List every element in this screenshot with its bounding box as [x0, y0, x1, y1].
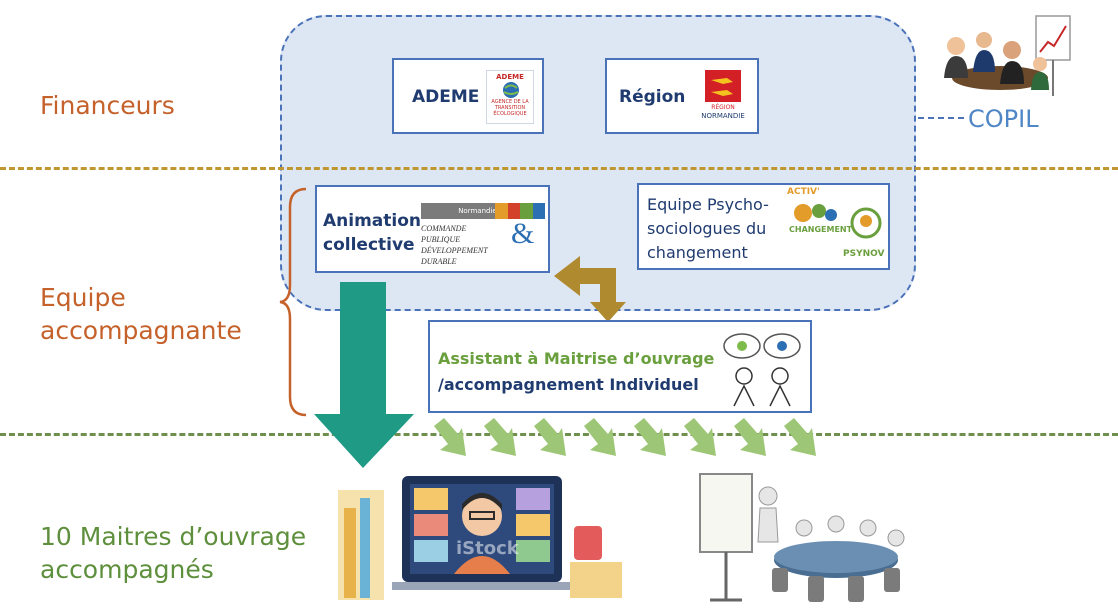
commande-publique-logo: Normandie COMMANDE PUBLIQUE DÉVELOPPEMEN… — [421, 203, 545, 266]
animation-label-line1: Animation — [323, 211, 422, 231]
ademe-logo-tagline-3: ÉCOLOGIQUE — [493, 111, 527, 117]
region-label: Région — [619, 87, 686, 107]
diagonal-arrow-icon — [734, 418, 766, 456]
separator-financeurs — [0, 167, 1118, 170]
ademe-label: ADEME — [412, 87, 480, 107]
logo-text-line2: DÉVELOPPEMENT DURABLE — [421, 246, 488, 266]
psycho-label: Equipe Psycho- sociologues du changement — [647, 193, 769, 265]
activ-changement-icon — [794, 204, 837, 222]
changement-logo-text: CHANGEMENT — [789, 225, 853, 234]
activ-logo-text: ACTIV' — [787, 187, 820, 197]
region-logo-line2: NORMANDIE — [701, 112, 745, 120]
animation-label: Animation collective — [323, 209, 421, 257]
diagonal-arrows-row — [434, 418, 816, 456]
ademe-logo-tagline-2: TRANSITION — [494, 105, 526, 111]
psycho-label-line1: Equipe Psycho- — [647, 195, 769, 214]
level-maitres-line1: 10 Maitres d’ouvrage — [40, 522, 307, 551]
copil-connector — [918, 117, 966, 119]
video-call-illustration — [338, 476, 622, 600]
diagonal-arrow-icon — [484, 418, 516, 456]
ademe-logo-tagline-1: AGENCE DE LA — [491, 99, 529, 105]
level-maitres: 10 Maitres d’ouvrage accompagnés — [40, 521, 306, 586]
region-box: Région RÉGION NORMANDIE — [605, 58, 759, 134]
psycho-label-line2: sociologues du — [647, 219, 767, 238]
psycho-box: Equipe Psycho- sociologues du changement… — [637, 183, 890, 270]
diagonal-arrow-icon — [634, 418, 666, 456]
diagonal-arrow-icon — [534, 418, 566, 456]
video-conference-image: iStock — [338, 474, 638, 614]
animation-label-line2: collective — [323, 235, 415, 255]
logo-color-bar: Normandie — [421, 203, 545, 219]
brace-icon — [279, 187, 307, 417]
amo-label-line1: Assistant à Maitrise d’ouvrage — [438, 349, 715, 368]
ademe-box: ADEME ADEME AGENCE DE LA TRANSITION ÉCOL… — [392, 58, 544, 134]
level-financeurs: Financeurs — [40, 91, 175, 120]
ademe-logo-title: ADEME — [496, 73, 524, 81]
ademe-logo-tagline: AGENCE DE LA TRANSITION ÉCOLOGIQUE — [487, 99, 533, 117]
round-table-meeting-image — [699, 473, 905, 602]
diagonal-arrow-icon — [684, 418, 716, 456]
copil-label: COPIL — [968, 105, 1039, 133]
diagonal-arrow-icon — [434, 418, 466, 456]
arrow-down-icon — [314, 282, 414, 468]
diagonal-arrow-icon — [784, 418, 816, 456]
globe-icon — [503, 82, 519, 98]
psycho-label-line3: changement — [647, 243, 748, 262]
diagonal-arrow-icon — [584, 418, 616, 456]
amo-label-line2: /accompagnement Individuel — [438, 375, 699, 394]
region-normandie-logo: RÉGION NORMANDIE — [693, 68, 753, 126]
psynov-head-icon — [850, 207, 882, 239]
logo-tab-label: Normandie — [458, 203, 497, 219]
meeting-people-icon — [944, 15, 1071, 96]
istock-watermark: iStock — [456, 538, 519, 559]
logo-text: COMMANDE PUBLIQUE DÉVELOPPEMENT DURABLE — [421, 223, 507, 267]
region-logo-line1: RÉGION — [711, 104, 735, 111]
two-people-talking-icon — [723, 333, 801, 407]
level-equipe-line1: Equipe — [40, 283, 126, 312]
normandie-lions-icon — [705, 70, 741, 102]
psynov-logo-text: PSYNOV — [843, 249, 885, 259]
animation-box: Animation collective Normandie COMMANDE … — [315, 185, 550, 273]
amo-box: Assistant à Maitrise d’ouvrage /accompag… — [428, 320, 812, 413]
amo-label: Assistant à Maitrise d’ouvrage /accompag… — [438, 346, 714, 398]
bidirectional-arrow-icon — [554, 256, 626, 322]
logo-text-line1: COMMANDE PUBLIQUE — [421, 224, 467, 244]
level-maitres-line2: accompagnés — [40, 554, 214, 584]
logo-ampersand: & — [511, 217, 535, 250]
level-equipe: Equipe accompagnante — [40, 282, 242, 347]
ademe-logo: ADEME AGENCE DE LA TRANSITION ÉCOLOGIQUE — [486, 70, 534, 124]
level-equipe-line2: accompagnante — [40, 315, 242, 345]
